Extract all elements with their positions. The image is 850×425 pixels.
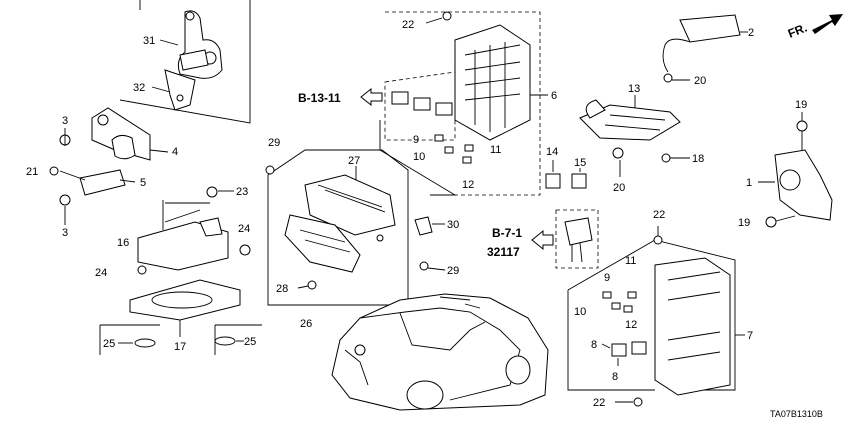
ref-arrow-icon <box>360 87 383 107</box>
vehicle-outline <box>331 293 549 411</box>
callout-32: 32 <box>133 82 145 94</box>
callout-24-right: 24 <box>238 223 250 235</box>
callout-5: 5 <box>140 177 146 189</box>
callout-17: 17 <box>174 341 186 353</box>
ref-b-7-1: B-7-1 32117 <box>487 209 599 269</box>
callout-18: 18 <box>692 153 704 165</box>
sensor-bracket-assembly <box>49 107 169 225</box>
callout-22-top: 22 <box>402 19 414 31</box>
ref-b-13-11-label: B-13-11 <box>298 91 341 105</box>
front-arrow-icon <box>812 14 843 34</box>
callout-19-top: 19 <box>795 99 807 111</box>
callout-7: 7 <box>747 330 753 342</box>
callout-26: 26 <box>300 318 312 330</box>
callout-3-top: 3 <box>62 115 68 127</box>
module-assembly-26 <box>265 149 446 306</box>
callout-23: 23 <box>236 186 248 198</box>
callout-6: 6 <box>551 90 557 102</box>
callout-10-top: 10 <box>413 151 425 163</box>
callout-20-top: 20 <box>694 75 706 87</box>
callout-9-bottom: 9 <box>604 272 610 284</box>
callout-22-mid: 22 <box>653 209 665 221</box>
callout-12-bottom: 12 <box>625 319 637 331</box>
callout-28: 28 <box>276 283 288 295</box>
callout-25-left: 25 <box>103 338 115 350</box>
callout-15: 15 <box>574 157 586 169</box>
callout-11-bottom: 11 <box>625 255 636 267</box>
callout-3-bottom: 3 <box>62 227 68 239</box>
callout-24-left: 24 <box>95 267 107 279</box>
fuse-box-assembly-6 <box>379 11 548 196</box>
callout-20-mid: 20 <box>613 182 625 194</box>
callout-31: 31 <box>143 35 155 47</box>
sensor-assembly-1 <box>758 112 833 228</box>
callout-14: 14 <box>546 146 558 158</box>
callout-13: 13 <box>628 83 640 95</box>
callout-1: 1 <box>746 177 752 189</box>
callout-22-bottom: 22 <box>593 397 605 409</box>
callout-8-bottom: 8 <box>612 371 618 383</box>
control-unit-assembly-16 <box>99 186 262 355</box>
fr-label: FR. <box>786 21 809 41</box>
ref-b-7-1-label: B-7-1 <box>492 226 522 240</box>
callout-21: 21 <box>26 166 38 178</box>
ref-arrow-icon-2 <box>531 229 554 251</box>
front-direction-indicator: FR. <box>786 14 843 41</box>
callout-9-top: 9 <box>413 134 419 146</box>
callout-8-top: 8 <box>591 339 597 351</box>
callout-19-bottom: 19 <box>738 217 750 229</box>
bracket-assembly-31-32 <box>119 0 251 124</box>
callout-4: 4 <box>172 146 178 158</box>
diagram-code: TA07B1310B <box>770 409 823 419</box>
ref-b-13-11: B-13-11 <box>298 87 383 107</box>
callout-27: 27 <box>348 155 360 167</box>
callout-29-bottom: 29 <box>447 265 459 277</box>
callout-30: 30 <box>447 219 459 231</box>
callout-10-bottom: 10 <box>574 306 586 318</box>
callout-29-top: 29 <box>268 137 280 149</box>
callout-12-top: 12 <box>462 179 474 191</box>
body-control-module-7 <box>567 226 745 407</box>
callout-16: 16 <box>117 237 129 249</box>
sensor-assembly-2-13 <box>545 14 748 189</box>
callout-25-right: 25 <box>244 336 256 348</box>
callout-11-top: 11 <box>490 144 501 156</box>
ref-b-7-1-sub: 32117 <box>487 245 520 259</box>
callout-2: 2 <box>748 27 754 39</box>
